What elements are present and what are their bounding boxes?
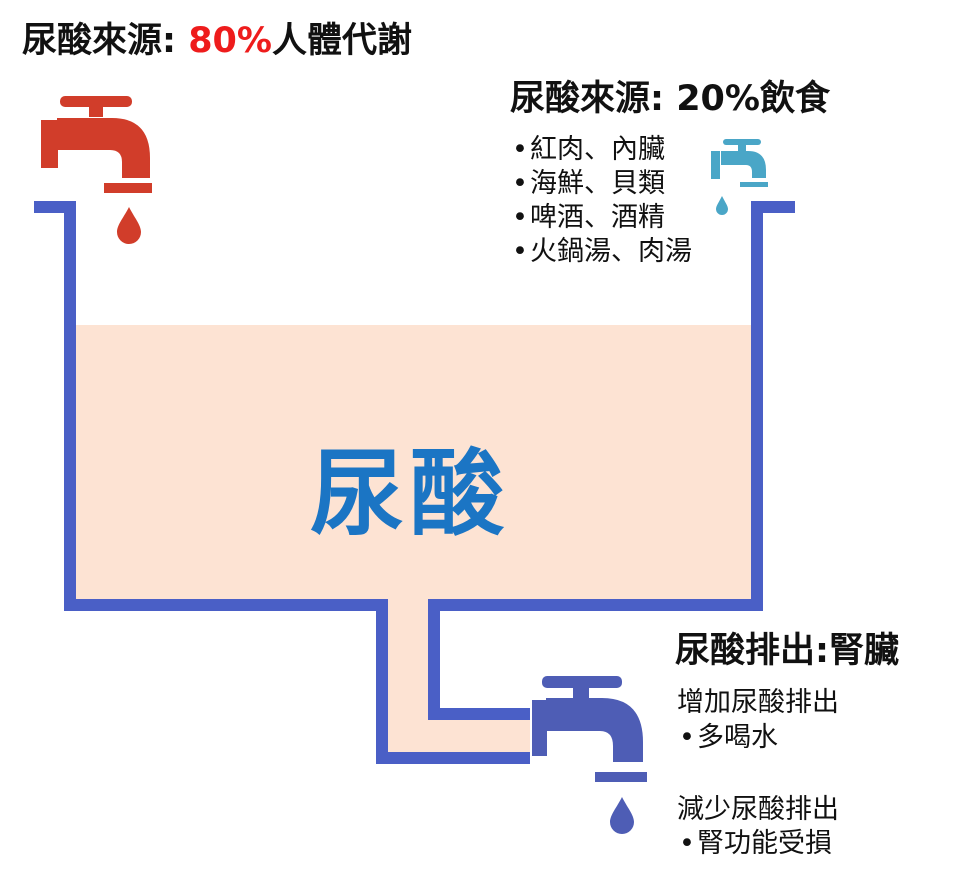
list-item: •啤酒、酒精 [512, 202, 665, 233]
list-item: •火鍋湯、肉湯 [512, 236, 692, 267]
list-item: •多喝水 [679, 722, 778, 753]
source-prefix: 尿酸來源 [22, 21, 163, 61]
diet-label: 20%飲食 [676, 79, 830, 119]
source-prefix: 尿酸來源 [510, 79, 651, 119]
tank-label: 尿酸 [310, 440, 511, 549]
metabolism-source-title: 尿酸來源: 80%人體代謝 [22, 12, 412, 63]
source-separator: : [650, 79, 677, 119]
source-separator: : [162, 21, 189, 61]
water-drop-icon [117, 207, 141, 244]
faucet-cyan-icon [711, 139, 768, 187]
list-item: •腎功能受損 [679, 828, 832, 859]
excretion-title: 尿酸排出:腎臟 [675, 631, 899, 671]
list-item: •海鮮、貝類 [512, 168, 665, 199]
uric-acid-liquid [70, 325, 757, 758]
tank-outline [34, 201, 795, 764]
faucet-red-icon [41, 96, 152, 193]
increase-excretion-heading: 增加尿酸排出 [677, 687, 839, 718]
water-drop-icon [610, 797, 634, 834]
water-drop-icon [716, 196, 728, 215]
faucet-blue-icon [532, 676, 647, 782]
diet-food-list: •紅肉、內臟 •海鮮、貝類 •啤酒、酒精 •火鍋湯、肉湯 [512, 133, 692, 269]
metabolism-label: 人體代謝 [271, 21, 412, 61]
list-item: •紅肉、內臟 [512, 134, 665, 165]
decrease-excretion-heading: 減少尿酸排出 [677, 794, 839, 825]
metabolism-percent: 80% [188, 21, 272, 61]
diet-source-title: 尿酸來源: 20%飲食 [510, 70, 830, 121]
